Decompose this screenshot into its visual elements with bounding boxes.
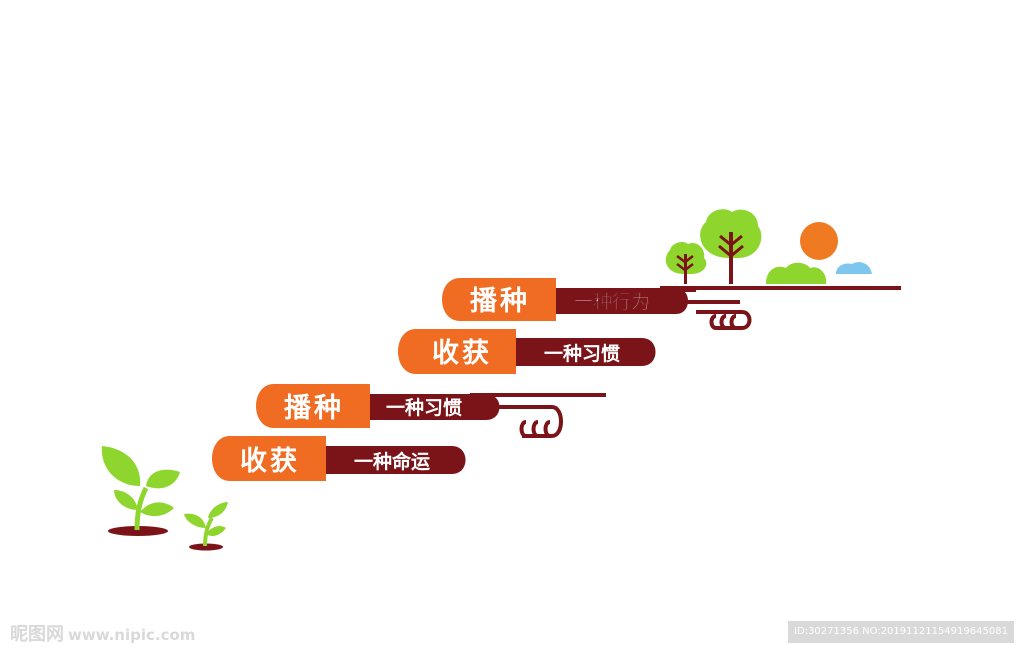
step-2: 收获 一种习惯 (398, 329, 656, 374)
sprout-icon (184, 502, 228, 551)
step-tag: 收获 (240, 446, 300, 477)
watermark-site: www.nipic.com (68, 626, 196, 644)
cloud-swirl-icon (682, 300, 752, 330)
bush-icon (766, 262, 827, 284)
step-4: 收获 一种命运 (212, 436, 466, 481)
step-text: 一种习惯 (544, 342, 620, 365)
step-1: 播种 一种行为 (442, 278, 752, 330)
tree-icon (700, 209, 762, 284)
step-3: 播种 一种习惯 (256, 384, 606, 438)
landscape-decoration (660, 209, 901, 290)
watermark-id-badge: ID:30271356 NO:20191121154919645081 (788, 621, 1014, 643)
step-text: 一种行为 (574, 290, 650, 313)
cloud-swirl-icon (490, 405, 563, 438)
sprout-icon (101, 446, 180, 536)
ground-line (660, 286, 901, 290)
tree-icon (665, 242, 707, 284)
step-text: 一种习惯 (386, 396, 462, 419)
step-text: 一种命运 (354, 450, 430, 473)
cloud-icon (836, 262, 872, 274)
step-tag: 收获 (432, 338, 492, 369)
watermark-brand: 昵图网 (10, 624, 64, 645)
step-tag: 播种 (284, 393, 344, 424)
step-tag: 播种 (470, 286, 530, 317)
sun-icon (800, 222, 838, 260)
